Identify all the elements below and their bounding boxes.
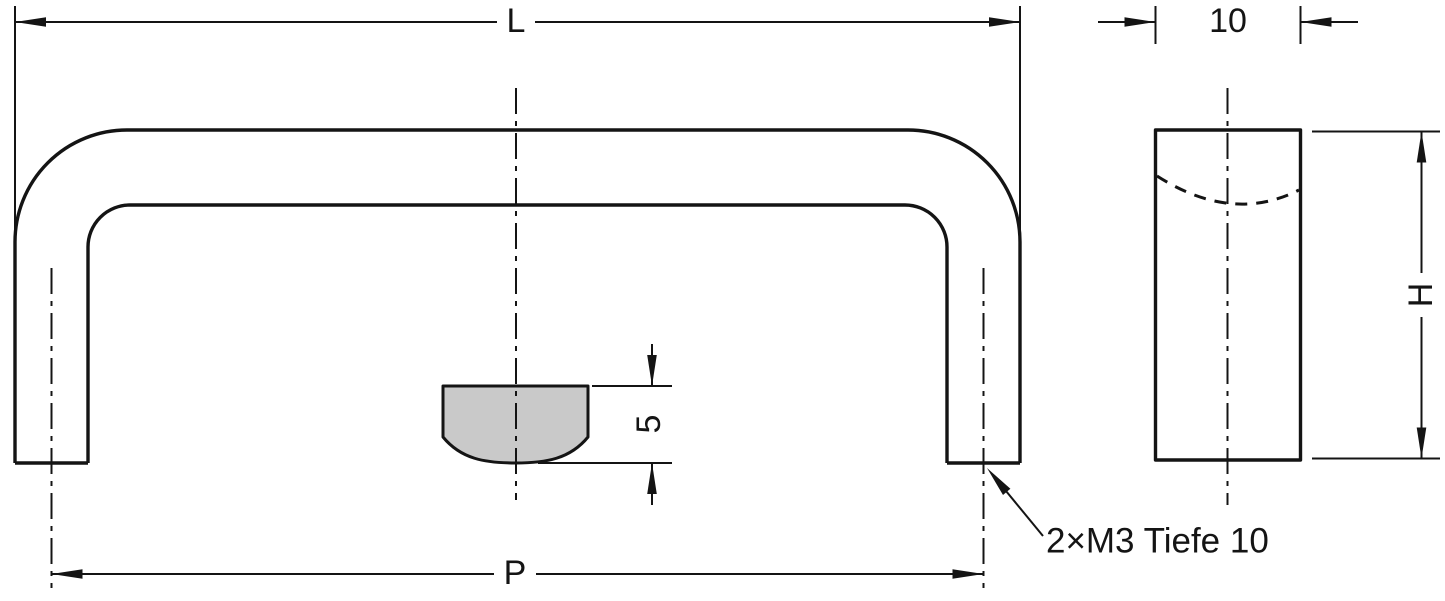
arrowhead-right — [1124, 17, 1156, 27]
label-backing — [497, 2, 535, 42]
handle-inner-contour — [86, 203, 949, 463]
hidden-fillet-curve — [1156, 174, 1300, 206]
arrowhead-right — [989, 17, 1020, 27]
front-view: L P 5 2×M3 Tiefe 10 — [13, 2, 1269, 594]
dimension-H: H — [1312, 130, 1442, 460]
handle-outer-contour — [13, 128, 1022, 463]
arrowhead-left — [15, 17, 46, 27]
length-dimension-label: L — [507, 2, 526, 40]
leader-arrowhead — [987, 468, 1011, 495]
leader-line — [1005, 490, 1044, 537]
arrowhead-up — [1416, 131, 1427, 163]
dimension-P: P — [51, 554, 984, 594]
arrowhead-up — [647, 463, 657, 494]
height-dimension-label: H — [1402, 283, 1440, 308]
width-dimension-label: 10 — [1209, 2, 1247, 40]
arrowhead-left — [51, 569, 83, 579]
arrowhead-down — [1416, 427, 1427, 459]
label-backing — [494, 554, 536, 594]
arrowhead-down — [647, 355, 657, 386]
thread-callout: 2×M3 Tiefe 10 — [987, 468, 1269, 561]
section-depth-label: 5 — [630, 415, 668, 434]
dimension-5: 5 — [538, 344, 672, 505]
dimension-10: 10 — [1098, 2, 1358, 44]
arrowhead-left — [1300, 17, 1332, 27]
pitch-dimension-label: P — [504, 554, 527, 592]
side-view: 10 H — [1098, 2, 1442, 505]
label-backing — [1401, 273, 1442, 317]
arrowhead-right — [952, 569, 984, 579]
thread-note-label: 2×M3 Tiefe 10 — [1046, 522, 1269, 561]
dimension-L: L — [14, 2, 1021, 242]
